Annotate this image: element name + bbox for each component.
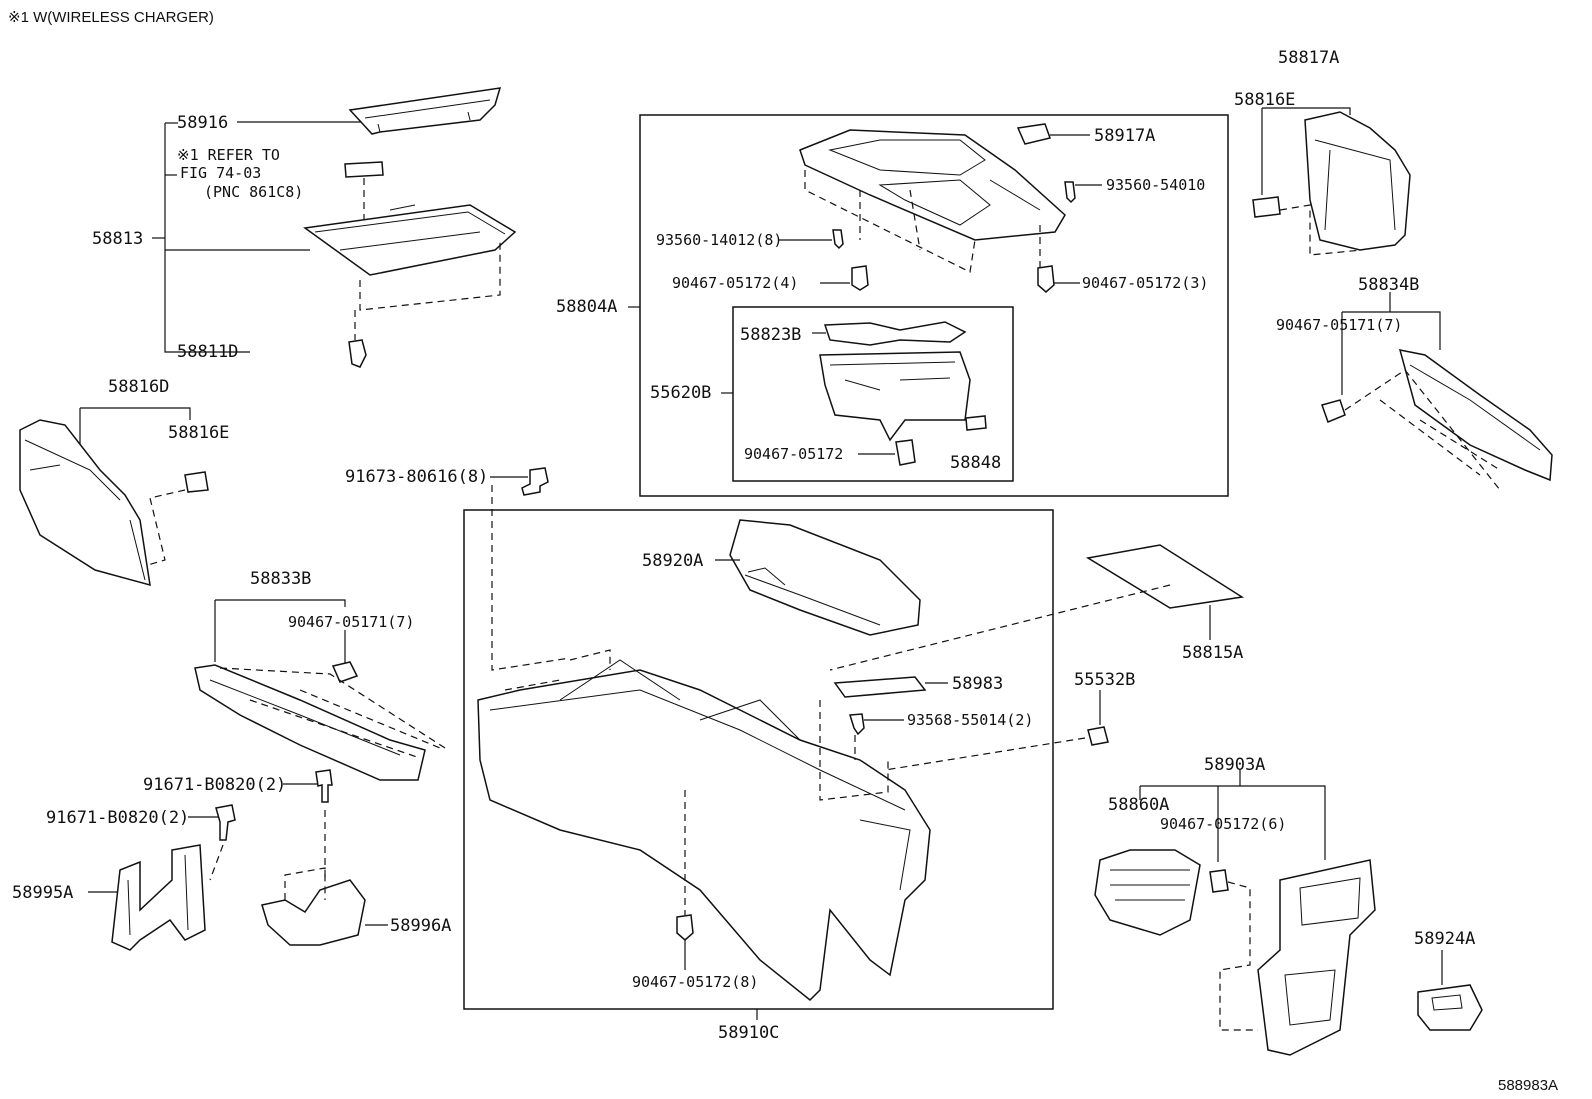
wireless-charger-pad bbox=[344, 161, 384, 178]
rear-panel-58903A bbox=[1257, 859, 1376, 1056]
refer-note-line3: (PNC 861C8) bbox=[204, 183, 303, 201]
clip-90467-05172-6 bbox=[1209, 869, 1229, 893]
side-panel-58816D bbox=[19, 419, 151, 587]
part-58924A bbox=[1417, 984, 1483, 1031]
label-58804A: 58804A bbox=[556, 297, 617, 317]
label-93568-55014: 93568-55014(2) bbox=[907, 711, 1033, 729]
label-90467-05172: 90467-05172 bbox=[744, 445, 843, 463]
label-91671-b: 91671-B0820(2) bbox=[46, 808, 189, 828]
bracket-58995A bbox=[111, 844, 206, 951]
clip-58816E-left bbox=[184, 471, 209, 493]
screw-93560-14012 bbox=[832, 229, 844, 250]
mat-58815A bbox=[1085, 544, 1245, 609]
label-93560-14012: 93560-14012(8) bbox=[656, 231, 782, 249]
armrest-58920A bbox=[729, 519, 921, 636]
label-58815A: 58815A bbox=[1182, 643, 1243, 663]
wireless-charger-note: ※1 W(WIRELESS CHARGER) bbox=[8, 9, 214, 26]
screw-93560-54010 bbox=[1064, 181, 1076, 204]
trim-strip-58833B bbox=[194, 664, 426, 781]
bolt-91671-a bbox=[315, 769, 333, 803]
figure-id: 588983A bbox=[1498, 1077, 1558, 1094]
label-90467-05172-4: 90467-05172(4) bbox=[672, 274, 798, 292]
part-58983 bbox=[833, 676, 927, 698]
label-58848: 58848 bbox=[950, 453, 1001, 473]
assembly-58813: 58916 ※1 REFER TO FIG 74-03 (PNC 861C8) … bbox=[92, 87, 517, 368]
label-55532B: 55532B bbox=[1074, 670, 1135, 690]
side-panel-58817A bbox=[1304, 111, 1411, 251]
shift-panel bbox=[799, 129, 1066, 241]
label-58920A: 58920A bbox=[642, 551, 703, 571]
label-55620B: 55620B bbox=[650, 383, 711, 403]
label-58924A: 58924A bbox=[1414, 929, 1475, 949]
screw-93568-55014 bbox=[849, 713, 865, 736]
clip-58816E-right bbox=[1252, 196, 1281, 218]
label-58813: 58813 bbox=[92, 229, 143, 249]
clip-90467-05172-4 bbox=[851, 265, 869, 291]
assembly-58924A: 58924A bbox=[1414, 929, 1483, 1031]
refer-note-line1: ※1 REFER TO bbox=[177, 146, 280, 164]
bolt-91673-80616 bbox=[521, 467, 549, 496]
console-tray-58813 bbox=[303, 204, 517, 276]
bracket-58996A bbox=[261, 879, 366, 946]
label-58816E-right: 58816E bbox=[1234, 90, 1295, 110]
clip-90467-05171-right bbox=[1321, 399, 1346, 423]
label-58983: 58983 bbox=[952, 674, 1003, 694]
label-58811D: 58811D bbox=[177, 342, 238, 362]
box-58910C bbox=[463, 509, 1054, 1010]
clip-58811D bbox=[348, 339, 367, 368]
label-58833B: 58833B bbox=[250, 569, 311, 589]
assembly-55532B: 55532B bbox=[884, 670, 1135, 771]
clip-90467-05172-3 bbox=[1037, 265, 1055, 293]
assembly-58910C: 58920A 58983 93568-55014(2) 90467-05172(… bbox=[345, 467, 1054, 1043]
box-58804A bbox=[639, 114, 1229, 497]
assembly-58834B: 58834B 90467-05171(7) bbox=[1276, 275, 1553, 491]
gasket-58823B bbox=[823, 321, 967, 346]
box-55620B bbox=[732, 306, 1014, 482]
label-93560-54010: 93560-54010 bbox=[1106, 176, 1205, 194]
console-body-58910C bbox=[477, 669, 931, 1002]
assembly-58815A: 58815A bbox=[829, 544, 1245, 671]
assembly-58903A: 58903A 58860A 90467-05172(6) bbox=[1094, 755, 1376, 1056]
trim-cover-58916 bbox=[348, 87, 502, 135]
label-58834B: 58834B bbox=[1358, 275, 1419, 295]
label-90467-05172-3: 90467-05172(3) bbox=[1082, 274, 1208, 292]
label-58996A: 58996A bbox=[390, 916, 451, 936]
bolt-91671-b bbox=[215, 804, 236, 841]
trim-strip-58834B bbox=[1398, 349, 1553, 482]
assembly-58804A: 58917A 93560-54010 93560-14012(8) 90467-… bbox=[556, 114, 1229, 497]
assembly-58833B: 58833B 90467-05171(7) bbox=[194, 569, 446, 781]
assembly-brackets: 91671-B0820(2) 91671-B0820(2) 58995A 589… bbox=[12, 769, 451, 951]
assembly-58816D: 58816D 58816E bbox=[19, 377, 229, 587]
label-90467-05172-6: 90467-05172(6) bbox=[1160, 815, 1286, 833]
part-58848 bbox=[965, 415, 987, 431]
part-55532B bbox=[1087, 726, 1109, 746]
trim-58917A bbox=[1016, 123, 1051, 145]
label-90467-05171-right: 90467-05171(7) bbox=[1276, 316, 1402, 334]
label-58823B: 58823B bbox=[740, 325, 801, 345]
refer-note-line2: FIG 74-03 bbox=[180, 164, 261, 182]
clip-90467-05172-8 bbox=[676, 914, 694, 941]
label-58816D: 58816D bbox=[108, 377, 169, 397]
cup-holder-55620B bbox=[819, 351, 971, 442]
label-90467-05172-8: 90467-05172(8) bbox=[632, 973, 758, 991]
label-58995A: 58995A bbox=[12, 883, 73, 903]
clip-90467-05171-left bbox=[331, 661, 359, 683]
vent-58860A bbox=[1094, 849, 1201, 936]
label-58917A: 58917A bbox=[1094, 126, 1155, 146]
label-58903A: 58903A bbox=[1204, 755, 1265, 775]
label-58816E-left: 58816E bbox=[168, 423, 229, 443]
assembly-58817A: 58817A 58816E bbox=[1234, 48, 1411, 256]
label-90467-05171-left: 90467-05171(7) bbox=[288, 613, 414, 631]
label-58817A: 58817A bbox=[1278, 48, 1339, 68]
label-58916: 58916 bbox=[177, 113, 228, 133]
label-58910C: 58910C bbox=[718, 1023, 779, 1043]
label-58860A: 58860A bbox=[1108, 795, 1169, 815]
label-91673-80616: 91673-80616(8) bbox=[345, 467, 488, 487]
label-91671-a: 91671-B0820(2) bbox=[143, 775, 286, 795]
clip-90467-05172-box bbox=[895, 439, 916, 466]
